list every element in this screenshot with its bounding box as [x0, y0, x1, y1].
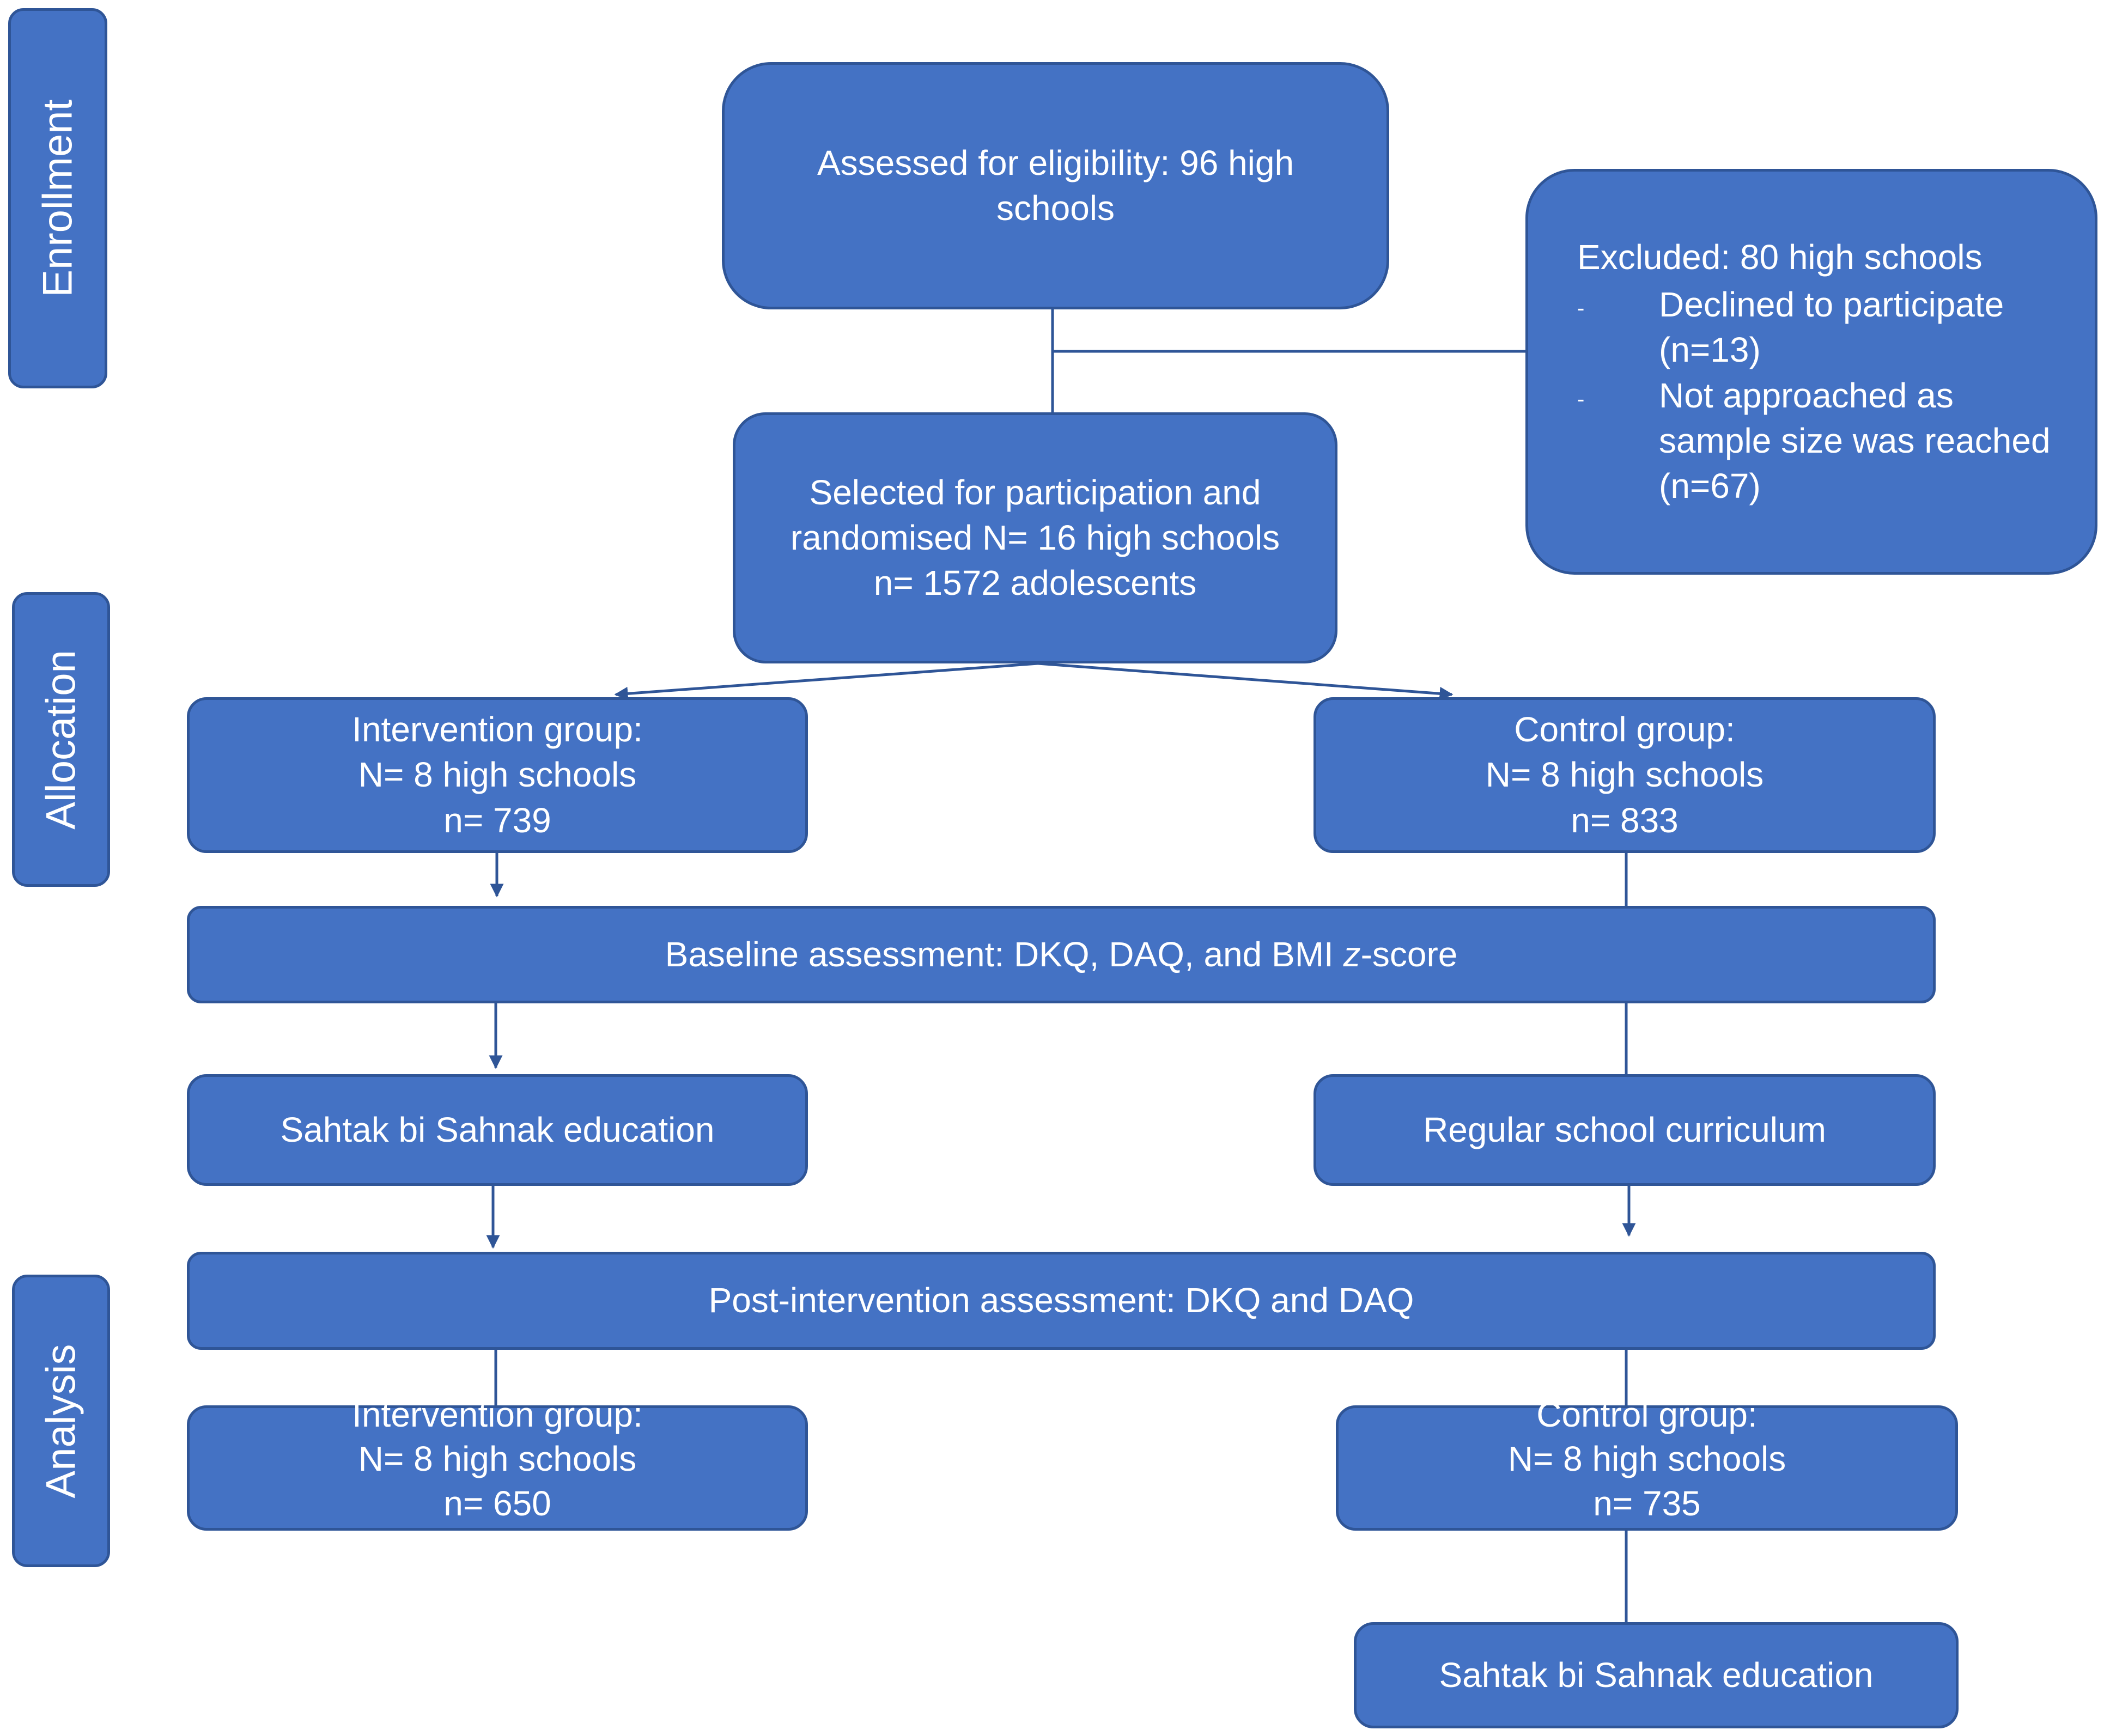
selected-box: Selected for participation and randomise… — [733, 412, 1337, 663]
intervention-education-box: Sahtak bi Sahnak education — [187, 1074, 808, 1186]
phase-analysis-label: Analysis — [38, 1344, 84, 1498]
excluded-item-2-line-3: (n=67) — [1659, 466, 1761, 505]
arrow-selected-to-control — [1037, 662, 1454, 701]
intervention-alloc-line-1: Intervention group: — [352, 710, 643, 750]
selected-line-2: randomised N= 16 high schools — [790, 517, 1280, 557]
control-alloc-line-2: N= 8 high schools — [1485, 755, 1764, 795]
control-alloc-line-1: Control group: — [1514, 710, 1735, 750]
control-analysis-line-3: n= 735 — [1593, 1483, 1701, 1523]
post-intervention-box: Post-intervention assessment: DKQ and DA… — [187, 1252, 1936, 1350]
assessed-box: Assessed for eligibility: 96 high school… — [722, 62, 1389, 309]
phase-analysis: Analysis — [12, 1275, 110, 1567]
excluded-item-2-line-2: sample size was reached — [1659, 421, 2051, 460]
baseline-assessment-box: Baseline assessment: DKQ, DAQ, and BMI z… — [187, 906, 1936, 1003]
control-analysis-line-1: Control group: — [1536, 1395, 1758, 1434]
control-followup-label: Sahtak bi Sahnak education — [1439, 1655, 1874, 1695]
intervention-alloc-line-3: n= 739 — [443, 800, 551, 840]
excluded-bullet-1: - — [1577, 296, 1585, 321]
phase-allocation-label: Allocation — [38, 649, 84, 830]
excluded-title: Excluded: 80 high schools — [1577, 237, 1983, 277]
excluded-bullet-2: - — [1577, 387, 1585, 411]
post-intervention-label: Post-intervention assessment: DKQ and DA… — [708, 1281, 1414, 1320]
control-analysis-line-2: N= 8 high schools — [1507, 1439, 1786, 1479]
intervention-analysis-box: Intervention group: N= 8 high schools n=… — [187, 1395, 808, 1531]
excluded-item-1-line-1: Declined to participate — [1659, 285, 2004, 325]
assessed-line-1: Assessed for eligibility: 96 high — [817, 143, 1294, 182]
excluded-item-declined: - Declined to participate (n=13) — [1577, 282, 2004, 373]
excluded-item-2-line-1: Not approached as — [1659, 375, 1954, 415]
arrow-selected-to-intervention — [614, 662, 1038, 701]
control-allocation-box: Control group: N= 8 high schools n= 833 — [1314, 697, 1936, 853]
intervention-analysis-line-3: n= 650 — [443, 1483, 551, 1523]
baseline-label-suffix: -score — [1360, 934, 1458, 974]
intervention-analysis-line-2: N= 8 high schools — [358, 1439, 637, 1479]
intervention-analysis-line-1: Intervention group: — [352, 1395, 643, 1434]
control-followup-education-box: Sahtak bi Sahnak education — [1354, 1622, 1959, 1728]
intervention-allocation-box: Intervention group: N= 8 high schools n=… — [187, 697, 808, 853]
selected-line-3: n= 1572 adolescents — [873, 563, 1197, 603]
excluded-item-1-line-2: (n=13) — [1659, 330, 1761, 370]
intervention-alloc-line-2: N= 8 high schools — [358, 755, 637, 795]
phase-allocation: Allocation — [12, 592, 110, 887]
control-alloc-line-3: n= 833 — [1571, 800, 1679, 840]
excluded-item-not-approached: - Not approached as sample size was reac… — [1577, 373, 2051, 509]
baseline-label-italic: z — [1343, 934, 1361, 974]
baseline-label-prefix: Baseline assessment: DKQ, DAQ, and BMI — [665, 934, 1343, 974]
baseline-label: Baseline assessment: DKQ, DAQ, and BMI z… — [665, 932, 1458, 977]
intervention-education-label: Sahtak bi Sahnak education — [280, 1110, 715, 1149]
control-analysis-box: Control group: N= 8 high schools n= 735 — [1336, 1395, 1958, 1531]
control-curriculum-label: Regular school curriculum — [1423, 1110, 1826, 1149]
phase-enrollment: Enrollment — [8, 8, 107, 388]
control-curriculum-box: Regular school curriculum — [1314, 1074, 1936, 1186]
excluded-box: Excluded: 80 high schools - Declined to … — [1525, 169, 2097, 575]
selected-line-1: Selected for participation and — [809, 472, 1261, 512]
assessed-line-2: schools — [996, 188, 1115, 228]
phase-enrollment-label: Enrollment — [34, 99, 81, 297]
